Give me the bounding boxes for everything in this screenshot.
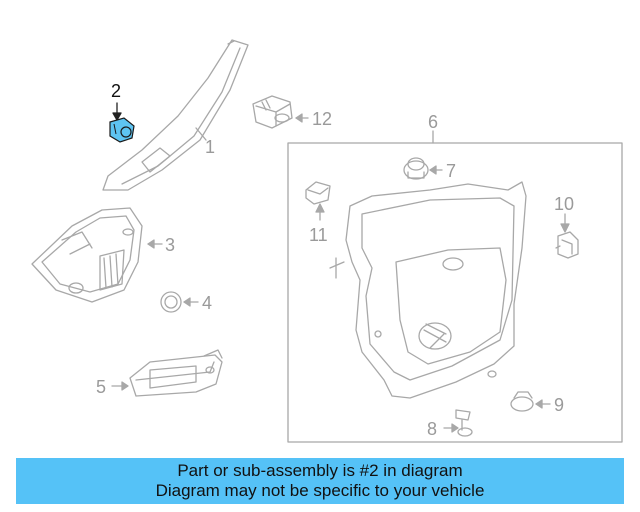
arrow-10 xyxy=(560,223,570,233)
part-4-plug xyxy=(160,291,182,313)
banner-line-1: Part or sub-assembly is #2 in diagram xyxy=(177,461,463,480)
part-5-handle-bracket xyxy=(129,349,223,397)
part-6-quarter-panel xyxy=(329,181,527,399)
callout-3: 3 xyxy=(165,235,175,255)
part-2-highlighted xyxy=(109,117,135,143)
arrow-7 xyxy=(429,165,437,175)
callout-5: 5 xyxy=(96,377,106,397)
parts-diagram: 1 2 3 4 5 6 7 8 9 10 11 12 xyxy=(31,39,623,443)
arrow-3 xyxy=(147,239,155,249)
callout-7: 7 xyxy=(446,161,456,181)
callout-8: 8 xyxy=(427,419,437,439)
callout-4: 4 xyxy=(202,293,212,313)
callout-6: 6 xyxy=(428,112,438,132)
callout-11: 11 xyxy=(309,225,328,245)
callout-10: 10 xyxy=(554,194,574,214)
part-11-clip xyxy=(305,181,331,205)
part-1-pillar-trim xyxy=(102,39,249,191)
arrow-2 xyxy=(112,112,122,121)
part-8-screw xyxy=(455,409,473,437)
arrow-5 xyxy=(121,381,129,391)
part-9-clip xyxy=(510,391,534,412)
arrow-4 xyxy=(183,297,191,307)
info-banner: Part or sub-assembly is #2 in diagram Di… xyxy=(16,458,624,504)
callout-9: 9 xyxy=(554,395,564,415)
callout-1: 1 xyxy=(205,137,215,157)
part-12-clip xyxy=(252,95,293,129)
callout-2: 2 xyxy=(111,81,121,101)
part-10-retainer xyxy=(555,231,579,259)
part-6-group-box xyxy=(287,142,623,443)
arrow-12 xyxy=(295,113,303,123)
arrow-11 xyxy=(315,203,325,213)
part-7-grommet xyxy=(403,157,429,180)
banner-line-2: Diagram may not be specific to your vehi… xyxy=(155,481,485,500)
leader-1 xyxy=(195,127,207,141)
arrow-9 xyxy=(535,399,543,409)
part-3-trim-panel xyxy=(31,207,143,303)
callout-12: 12 xyxy=(312,109,332,129)
arrow-8 xyxy=(451,423,459,433)
